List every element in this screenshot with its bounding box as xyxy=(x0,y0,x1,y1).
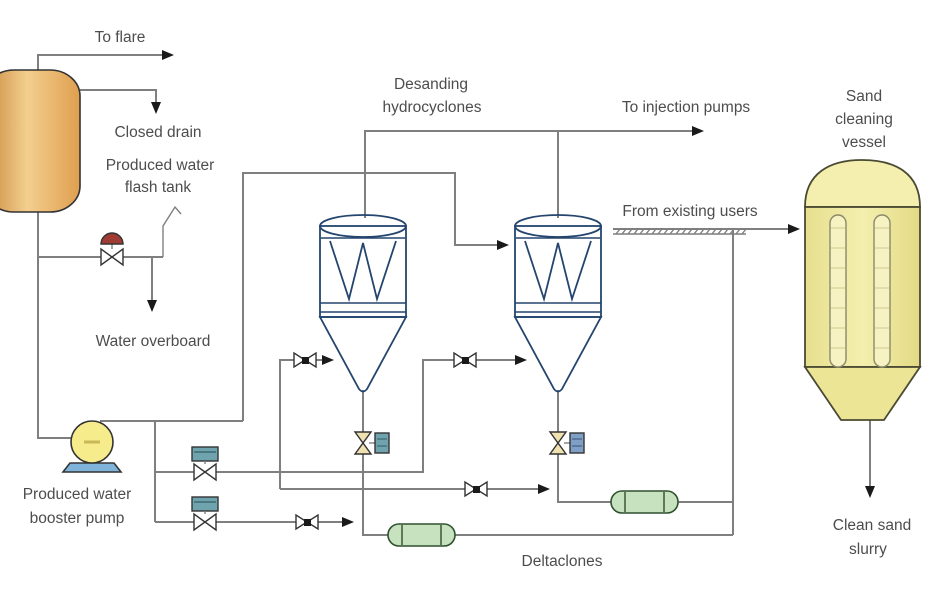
vessel-body xyxy=(804,206,921,368)
deltaclone-2 xyxy=(610,490,679,514)
label-to-injection: To injection pumps xyxy=(622,99,751,116)
label-deltaclones: Deltaclones xyxy=(522,553,603,570)
cyclone-cone xyxy=(513,316,603,393)
label-closed-drain: Closed drain xyxy=(114,124,201,141)
vessel-dip-tube-left xyxy=(829,214,847,368)
wash-branch-b-manual-valve xyxy=(295,513,319,531)
pipe-pump-suction xyxy=(37,212,72,439)
label-flash-tank-1: Produced water xyxy=(106,157,215,174)
deltaclone-flanges xyxy=(624,492,665,512)
label-sand-vessel-2: cleaning xyxy=(835,111,893,128)
label-clean-sand-1: Clean sand xyxy=(833,517,911,534)
control-valve-actuator-dome xyxy=(100,232,124,245)
control-valve-body xyxy=(100,247,124,267)
sand-cleaning-vessel xyxy=(803,159,922,421)
cyclone-body xyxy=(514,225,602,318)
pipe-to-flare xyxy=(37,50,174,72)
cyclone2-underflow-valve xyxy=(548,431,585,455)
deltaclone-flanges xyxy=(401,525,442,545)
cyclone-liners xyxy=(524,240,592,303)
valve-actuator-box xyxy=(191,496,219,512)
label-booster-pump-1: Produced water xyxy=(23,486,132,503)
pipe-vent-gooseneck xyxy=(162,205,182,257)
pump-base xyxy=(61,462,123,473)
pipe-to-injection xyxy=(364,126,704,218)
label-sand-vessel-1: Sand xyxy=(846,88,882,105)
desanding-hydrocyclone-2 xyxy=(513,214,603,393)
label-from-existing: From existing users xyxy=(622,203,757,220)
cyclone-head xyxy=(514,214,602,238)
label-flash-tank-2: flash tank xyxy=(125,179,192,196)
label-hydrocyclones-1: Desanding xyxy=(394,76,468,93)
labels: To flare Closed drain Produced water fla… xyxy=(23,29,911,570)
piping xyxy=(37,50,875,536)
label-water-overboard: Water overboard xyxy=(96,333,211,350)
underflow-valve-actuator xyxy=(569,432,585,454)
flash-tank-body xyxy=(0,69,81,213)
wash-branch-a-actuated-valve xyxy=(191,446,219,482)
deltaclone-1 xyxy=(387,523,456,547)
valve-body xyxy=(193,512,217,532)
label-clean-sand-2: slurry xyxy=(849,541,887,558)
pipe-cyclone1-wash xyxy=(279,355,334,489)
pipe-existing-hatch-ticks xyxy=(615,228,747,235)
cyclone1-wash-valve xyxy=(293,351,317,369)
pipe-closed-drain xyxy=(80,89,161,114)
cyclone2-wash-valve xyxy=(453,351,477,369)
label-sand-vessel-3: vessel xyxy=(842,134,886,151)
deltaclone-shell xyxy=(387,523,456,547)
produced-water-booster-pump xyxy=(61,420,123,473)
cyclone-liners xyxy=(329,240,397,303)
valve-actuator-box xyxy=(191,446,219,462)
vessel-dome xyxy=(804,159,921,208)
vessel-cone xyxy=(803,366,922,421)
label-booster-pump-2: booster pump xyxy=(30,510,125,527)
underflow-valve-actuator xyxy=(374,432,390,454)
cyclone-head xyxy=(319,214,407,238)
valve-body xyxy=(193,462,217,482)
cyclone1-underflow-valve xyxy=(353,431,390,455)
desanding-hydrocyclone-1 xyxy=(318,214,408,393)
pipe-cyclone2-feed xyxy=(242,172,509,421)
wash-branch-b-actuated-valve xyxy=(191,496,219,532)
label-to-flare: To flare xyxy=(95,29,146,46)
wash-header-valve xyxy=(464,480,488,498)
produced-water-flash-tank xyxy=(0,69,81,213)
overboard-control-valve xyxy=(100,232,124,267)
deltaclone-shell xyxy=(610,490,679,514)
label-hydrocyclones-2: hydrocyclones xyxy=(382,99,481,116)
cyclone-body xyxy=(319,225,407,318)
cyclone-cone xyxy=(318,316,408,393)
vessel-dip-tube-right xyxy=(873,214,891,368)
pipe-cyclone1-underflow xyxy=(362,390,733,536)
